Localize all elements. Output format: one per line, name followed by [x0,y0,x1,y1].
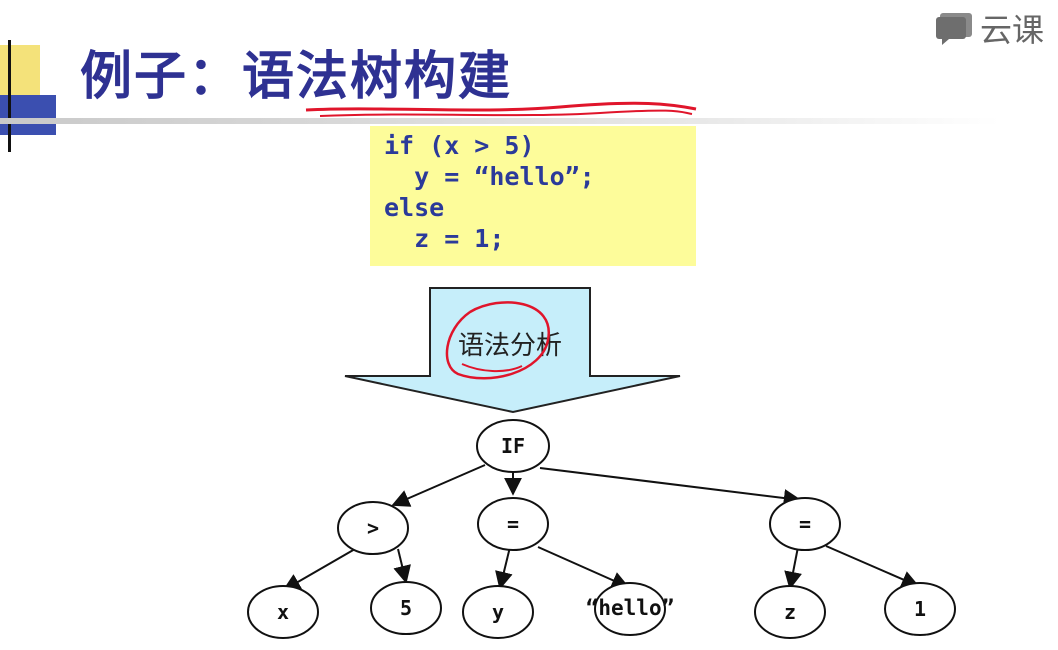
tree-edge [391,464,486,507]
tree-edge [393,548,411,584]
tree-node-label: 1 [914,597,926,621]
parse-arrow-label: 语法分析 [458,331,562,361]
parse-arrow [344,287,681,414]
chat-bubble-icon [936,13,972,45]
tree-node-hello [594,582,666,636]
tree-node-x [247,585,319,639]
accent-block-yellow [0,45,40,95]
tree-node-1 [884,582,956,636]
watermark: 云课 [934,8,1045,49]
tree-node-label: y [492,600,504,624]
circle-annotation [445,301,550,380]
tree-node-y [462,585,534,639]
tree-edge [825,545,920,588]
accent-line [8,40,11,152]
tree-node-label: 5 [400,596,412,620]
tree-node-label: > [367,516,379,540]
tree-node-label: x [277,600,289,624]
code-line: if (x > 5) [384,131,535,160]
tree-node-5 [370,581,442,635]
tree-edge [495,546,513,590]
tree-edge [539,467,802,507]
tree-node-if [476,419,550,473]
tree-node-label: IF [501,434,525,458]
tree-node-assign [769,497,841,551]
tree-node-assign [477,497,549,551]
tree-edge [282,548,356,591]
tree-node-label: z [784,600,796,624]
tree-node-z [754,585,826,639]
tree-node-label: = [799,512,811,536]
code-line: y = “hello”; [384,162,595,191]
code-line: z = 1; [384,224,505,253]
slide-title: 例子：语法树构建 [80,47,513,107]
tree-node-label: = [507,512,519,536]
circle-annotation [461,363,523,372]
tree-edge [784,546,802,590]
title-underline-annotation [305,101,697,117]
tree-edge [537,546,630,589]
tree-node-label: “hello” [586,596,675,620]
tree-edges [282,464,920,591]
code-line: else [384,193,445,222]
title-rule [0,118,1000,124]
code-box: if (x > 5) y = “hello”; else z = 1; [370,126,696,266]
watermark-text: 云课 [980,11,1045,49]
tree-node-gt [337,501,409,555]
